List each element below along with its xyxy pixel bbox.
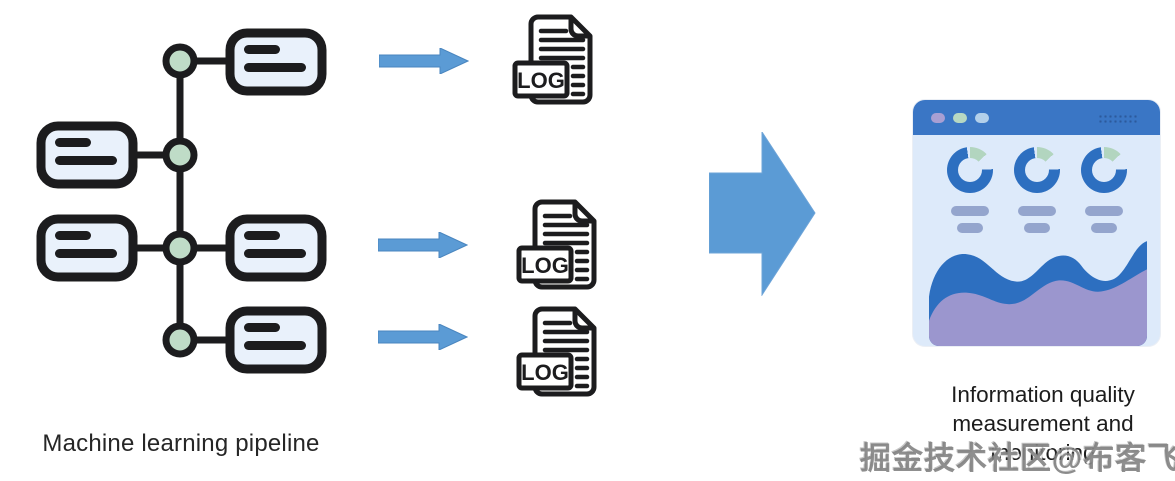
kpi-label-bar xyxy=(1017,206,1056,216)
log-text-lines xyxy=(538,28,586,97)
dashboard-caption: Information quality measurement and moni… xyxy=(901,380,1175,467)
pipeline-node xyxy=(225,306,327,374)
flow-arrow-icon xyxy=(379,48,469,74)
donut-chart-icon xyxy=(1080,147,1127,193)
donut-chart-icon xyxy=(1013,147,1060,193)
dashboard-window xyxy=(913,100,1160,346)
kpi-donut-group xyxy=(1013,147,1060,233)
titlebar-menu-dots-icon xyxy=(1098,114,1138,124)
pipeline-node xyxy=(225,214,327,282)
kpi-label-bar xyxy=(950,206,989,216)
titlebar-dot-icon xyxy=(975,112,989,123)
pipeline-node xyxy=(36,214,138,282)
log-badge-label: LOG xyxy=(517,68,565,93)
flow-arrow-icon xyxy=(378,324,468,350)
dashboard-titlebar xyxy=(913,100,1160,135)
donut-chart-icon xyxy=(946,147,993,193)
kpi-label-bar xyxy=(1023,223,1050,233)
kpi-label-bar xyxy=(1084,206,1123,216)
kpi-donut-group xyxy=(1080,147,1127,233)
dashboard-caption-line: measurement and xyxy=(952,411,1134,436)
wave-front-series xyxy=(929,269,1147,346)
flow-arrow-icon xyxy=(378,232,468,258)
pipeline-diagram xyxy=(36,28,327,374)
dashboard-caption-line: Information quality xyxy=(951,382,1135,407)
pipeline-node xyxy=(225,28,327,96)
kpi-donut-group xyxy=(946,147,993,233)
pipeline-caption: Machine learning pipeline xyxy=(42,430,320,457)
titlebar-dot-icon xyxy=(931,112,945,123)
kpi-label-bar xyxy=(1090,223,1117,233)
log-file-icon: LOG xyxy=(516,199,597,290)
pipeline-node xyxy=(36,121,138,189)
log-badge-label: LOG xyxy=(521,360,569,385)
pipeline-junction-dots xyxy=(162,43,198,358)
log-badge-label: LOG xyxy=(521,253,569,278)
kpi-label-bar xyxy=(956,223,983,233)
pipeline-stage-nodes xyxy=(36,28,327,374)
log-file-icon: LOG xyxy=(512,14,593,105)
pipeline-connectors xyxy=(130,57,232,344)
titlebar-dot-icon xyxy=(953,112,967,123)
kpi-donut-row xyxy=(913,147,1160,233)
wave-chart xyxy=(929,232,1147,346)
dashboard-caption-line: monitoring xyxy=(990,440,1096,465)
log-file-icon: LOG xyxy=(516,306,597,397)
watermark-text: 掘金技术社区@布客飞龙 xyxy=(860,441,1175,476)
log-text-lines xyxy=(542,320,590,389)
big-arrow-icon xyxy=(709,132,816,296)
log-text-lines xyxy=(542,213,590,282)
